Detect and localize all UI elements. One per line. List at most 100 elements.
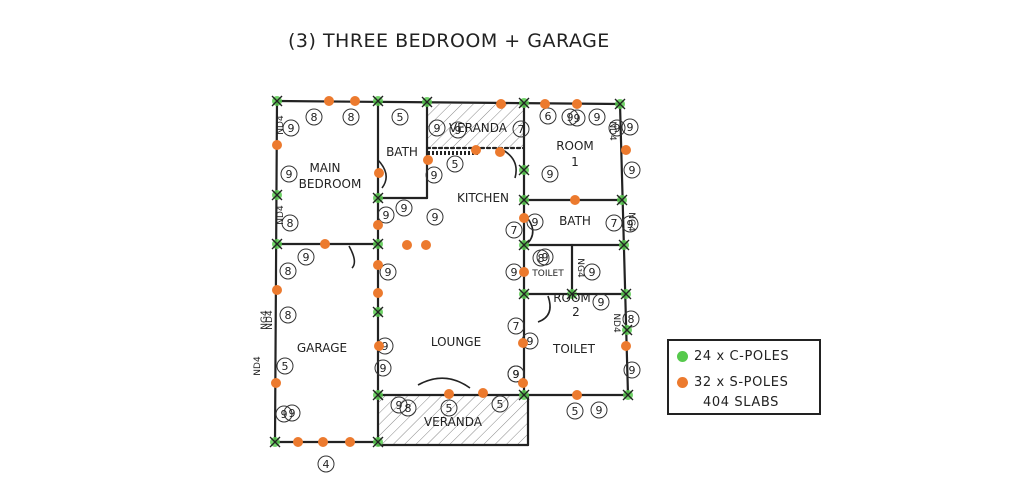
c-pole	[518, 389, 530, 401]
room-label-bath1: BATH	[386, 145, 418, 159]
slab-count: 8	[399, 399, 417, 417]
slab-count: 9	[283, 404, 301, 422]
room-label-room2a: ROOM	[553, 291, 591, 305]
c-pole	[372, 238, 384, 250]
slab-count: 9	[395, 199, 413, 217]
svg-text:8: 8	[538, 252, 545, 265]
svg-text:8: 8	[287, 217, 294, 230]
svg-text:9: 9	[567, 111, 574, 124]
svg-text:8: 8	[311, 111, 318, 124]
slab-count: 8	[281, 214, 299, 232]
room-label-room1b: 1	[571, 155, 579, 169]
svg-text:9: 9	[589, 266, 596, 279]
s-pole-dot-icon	[677, 377, 688, 388]
slab-count: 5	[446, 155, 464, 173]
c-pole	[269, 436, 281, 448]
slab-count: 5	[440, 399, 458, 417]
legend-c-poles-label: 24 x C-POLES	[694, 349, 790, 364]
svg-text:7: 7	[511, 224, 518, 237]
c-pole-dot-icon	[677, 351, 688, 362]
svg-text:9: 9	[303, 251, 310, 264]
slab-count: 9	[561, 108, 579, 126]
svg-text:4: 4	[323, 458, 330, 471]
c-pole	[518, 239, 530, 251]
slab-count: 5	[276, 357, 294, 375]
slab-count: 8	[342, 108, 360, 126]
svg-text:9: 9	[596, 404, 603, 417]
slab-count: 7	[512, 120, 530, 138]
s-pole	[318, 437, 328, 447]
veranda-top-hatch	[427, 104, 524, 148]
svg-text:5: 5	[572, 405, 579, 418]
s-pole	[421, 240, 431, 250]
svg-text:8: 8	[285, 309, 292, 322]
svg-text:9: 9	[527, 335, 534, 348]
svg-text:8: 8	[348, 111, 355, 124]
c-pole	[372, 389, 384, 401]
wall-tag: ND4	[276, 205, 286, 225]
c-pole	[271, 189, 283, 201]
c-pole	[616, 194, 628, 206]
c-pole	[518, 194, 530, 206]
slab-count: 9	[583, 263, 601, 281]
s-pole	[272, 285, 282, 295]
c-pole	[621, 324, 633, 336]
poles	[269, 95, 634, 448]
svg-text:9: 9	[432, 211, 439, 224]
s-pole	[540, 99, 550, 109]
slab-count: 9	[590, 401, 608, 419]
slab-count: 9	[374, 359, 392, 377]
slab-count: 5	[391, 108, 409, 126]
room-label-bedroom: BEDROOM	[299, 177, 362, 191]
slab-count: 9	[426, 208, 444, 226]
legend-slabs: 404 SLABS	[703, 395, 779, 410]
slab-count: 7	[507, 317, 525, 335]
room-label-veranda-bottom: VERANDA	[424, 415, 483, 429]
s-pole	[423, 155, 433, 165]
svg-text:5: 5	[282, 360, 289, 373]
slab-count: 9	[623, 361, 641, 379]
wall-tag: NG4	[575, 258, 585, 278]
svg-text:9: 9	[434, 122, 441, 135]
s-pole	[402, 240, 412, 250]
svg-text:9: 9	[385, 266, 392, 279]
s-pole	[444, 389, 454, 399]
wall-tag: ND4	[607, 121, 617, 141]
legend-c-poles: 24 x C-POLES	[677, 349, 789, 364]
s-pole	[350, 96, 360, 106]
walls	[273, 99, 630, 447]
svg-text:9: 9	[547, 168, 554, 181]
room-label-toilet-small: TOILET	[531, 269, 564, 279]
c-pole	[372, 95, 384, 107]
s-pole	[374, 341, 384, 351]
slab-count: 9	[588, 108, 606, 126]
room-label-lounge: LOUNGE	[431, 335, 481, 349]
svg-text:8: 8	[285, 265, 292, 278]
slab-count: 9	[297, 248, 315, 266]
svg-text:8: 8	[628, 313, 635, 326]
room-label-room2b: 2	[572, 305, 580, 319]
svg-text:5: 5	[452, 158, 459, 171]
svg-text:5: 5	[397, 111, 404, 124]
wall-tag: ND4	[611, 313, 621, 333]
slab-count: 9	[621, 118, 639, 136]
slab-count: 7	[605, 214, 623, 232]
c-pole	[372, 192, 384, 204]
s-pole	[324, 96, 334, 106]
c-pole	[421, 96, 433, 108]
slab-count: 9	[379, 263, 397, 281]
slab-count: 6	[539, 107, 557, 125]
s-pole	[320, 239, 330, 249]
s-pole	[572, 99, 582, 109]
c-pole	[620, 288, 632, 300]
s-pole	[621, 341, 631, 351]
s-pole	[495, 147, 505, 157]
wall-tag: NG4	[260, 310, 270, 330]
c-pole	[518, 97, 530, 109]
slab-count: 9	[568, 109, 586, 127]
svg-text:9: 9	[574, 112, 581, 125]
wall-tag: NG4	[626, 212, 636, 232]
s-pole	[518, 338, 528, 348]
slab-count: 7	[505, 221, 523, 239]
slab-count: 9	[621, 215, 639, 233]
